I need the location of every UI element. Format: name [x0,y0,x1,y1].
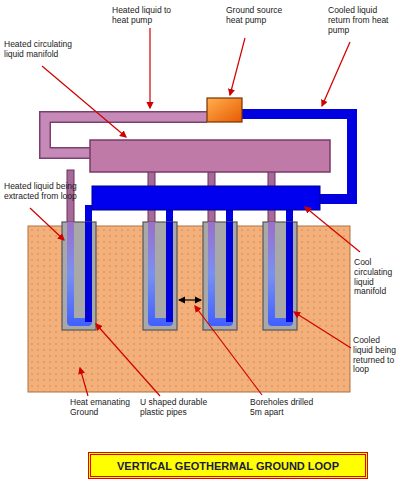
callout-label: Boreholes drilled 5m apart [250,398,320,418]
heat-pump [207,98,242,122]
spacing-arrow [179,299,201,300]
boreholes [62,222,297,330]
cool-manifold [92,186,320,210]
callout-label: Heat emanating Ground [70,398,132,418]
callout-label: Ground source heat pump [226,6,288,26]
title-box: VERTICAL GEOTHERMAL GROUND LOOP [88,452,368,479]
callout-label: Heated liquid being extracted from loop [4,182,84,202]
callout-label: Heated circulating liquid manifold [4,40,78,60]
diagram-title: VERTICAL GEOTHERMAL GROUND LOOP [117,460,339,472]
callout-label: U shaped durable plastic pipes [140,398,214,418]
callout-label: Cooled liquid being returned to loop [353,336,401,375]
callout-label: Cooled liquid return from heat pump [328,6,400,35]
leader-arrows [30,28,360,396]
heated-manifold [90,140,330,172]
callout-label: Heated liquid to heat pump [112,6,184,26]
callout-label: Cool circulating liquid manifold [354,258,400,297]
